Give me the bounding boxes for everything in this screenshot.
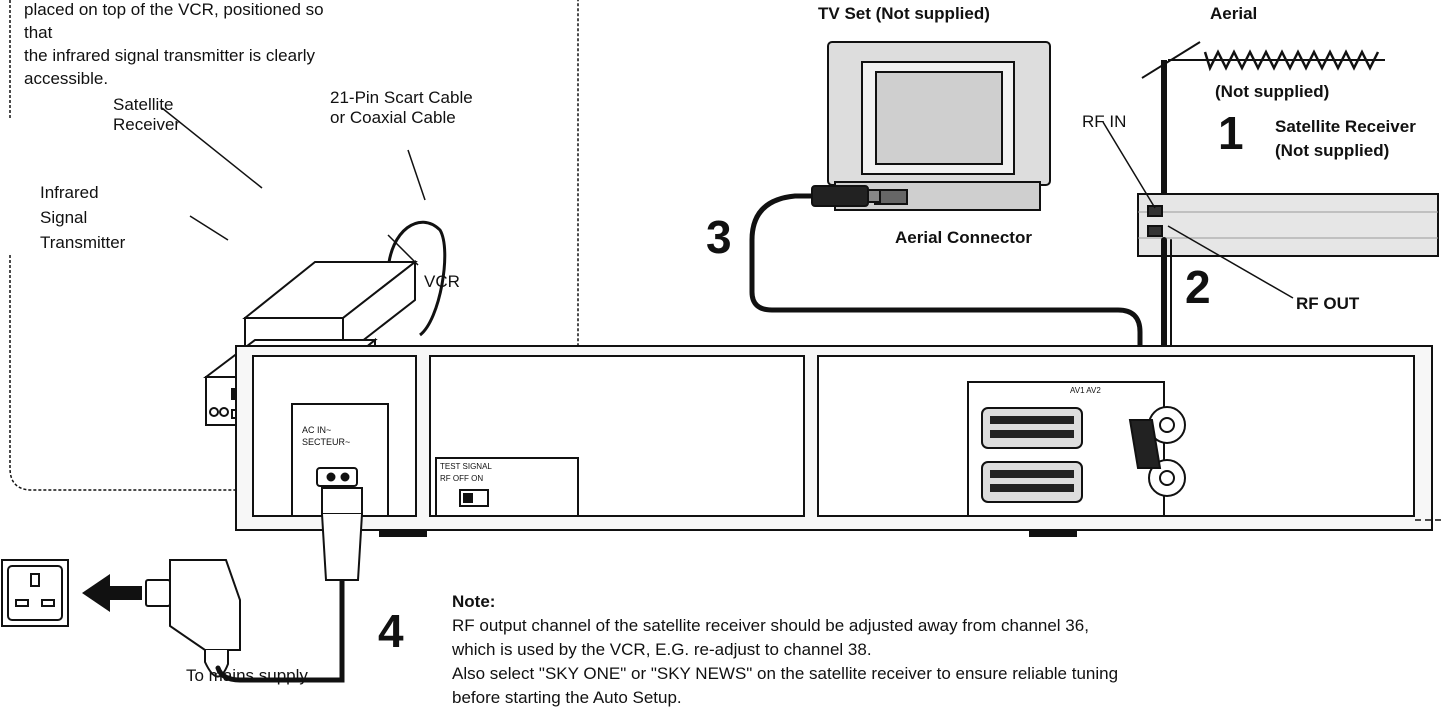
inset-leader-lines (161, 107, 426, 266)
wall-socket (1, 559, 69, 627)
to-mains-label: To mains supply (186, 666, 308, 685)
av-label: AV1 AV2 (1070, 386, 1101, 395)
satellite-receiver-label: Satellite Receiver (Not supplied) (1275, 117, 1416, 160)
inset-label-satellite: Satellite Receiver (113, 95, 181, 134)
note-line-3: Also select "SKY ONE" or "SKY NEWS" on t… (452, 664, 1119, 683)
inset-line-2: the infrared signal transmitter is clear… (24, 46, 316, 65)
tv-cable (749, 193, 1143, 423)
mains-cable (215, 557, 345, 683)
aerial-connector-label: Aerial Connector (895, 228, 1032, 247)
step-3: 3 (706, 211, 732, 263)
inset-vcr-button-1 (209, 407, 219, 417)
vcr-rear (235, 345, 1433, 537)
arrow-to-socket (82, 574, 142, 612)
leader-lines (1102, 121, 1294, 299)
tv-cable-plug (811, 185, 881, 207)
note-line-2: which is used by the VCR, E.G. re-adjust… (452, 640, 872, 659)
ac-in-label: AC IN~ (302, 425, 332, 435)
note-line-1: RF output channel of the satellite recei… (452, 616, 1089, 635)
test-signal-label: TEST SIGNAL (440, 462, 492, 471)
aerial-not-supplied-label: (Not supplied) (1215, 82, 1330, 101)
scart-pins (990, 416, 1074, 492)
step-4: 4 (378, 605, 404, 657)
ac-inlet (316, 467, 358, 487)
inset-label-infrared: Infrared Signal Transmitter (40, 183, 126, 252)
vcr-foot-left (379, 529, 427, 537)
inset-label-vcr: VCR (424, 272, 460, 291)
rf-out-plug (1128, 419, 1162, 469)
scart-1 (981, 407, 1083, 449)
inset-label-cable: 21-Pin Scart Cable or Coaxial Cable (330, 88, 473, 127)
connection-diagram (1, 0, 1443, 683)
note-block: Note: RF output channel of the satellite… (452, 590, 1437, 710)
tv-set-label: TV Set (Not supplied) (818, 4, 990, 23)
mains-plug (145, 559, 241, 678)
inset-cable (386, 220, 447, 337)
inset-line-1: placed on top of the VCR, positioned so … (24, 0, 324, 42)
rf-off-on-label: RF OFF ON (440, 474, 484, 483)
aerial-label: Aerial (1210, 4, 1258, 23)
note-heading: Note: (452, 592, 496, 611)
aerial (1141, 41, 1385, 212)
inset-line-3: accessible. (24, 69, 109, 88)
inset-instruction: placed on top of the VCR, positioned so … (24, 0, 354, 90)
rf-out-label: RF OUT (1296, 294, 1360, 313)
test-signal-panel (435, 457, 579, 517)
inset-vcr-button-2 (219, 407, 229, 417)
step-1: 1 (1218, 107, 1244, 159)
rf-in-label: RF IN (1082, 112, 1127, 131)
vcr-mains-plug (321, 487, 363, 581)
secteur-label: SECTEUR~ (302, 437, 351, 447)
scart-2 (981, 461, 1083, 503)
tv-screen (875, 71, 1003, 165)
satellite-receiver (1137, 193, 1439, 257)
tv-set (827, 41, 1051, 211)
step-2: 2 (1185, 261, 1211, 313)
vcr-foot-right (1029, 529, 1077, 537)
